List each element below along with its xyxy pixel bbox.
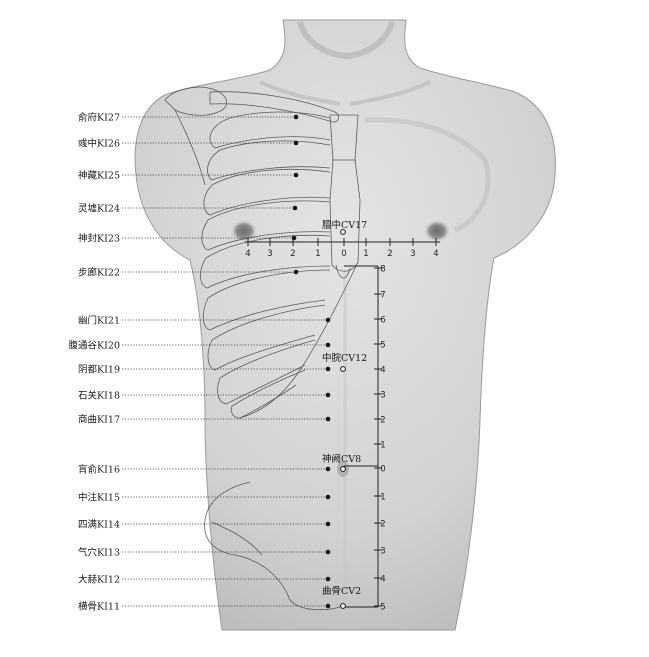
conception-point-marker	[340, 466, 346, 472]
v-scale-label: 3	[380, 547, 385, 557]
conception-point-label: 神阙CV8	[322, 453, 361, 465]
conception-point-marker	[340, 229, 346, 235]
v-scale-label: 1	[380, 493, 385, 503]
v-scale-label: 3	[380, 391, 385, 401]
kidney-point-label: 四满KI14	[78, 520, 120, 531]
kidney-point: 气穴KI13	[78, 547, 331, 559]
kidney-point: 石关KI18	[78, 390, 331, 402]
torso-silhouette	[134, 19, 556, 631]
conception-point-label: 曲骨CV2	[322, 586, 361, 597]
kidney-point-label: 神封KI23	[78, 233, 120, 245]
kidney-point: 神封KI23	[78, 233, 297, 245]
v-scale-label: 2	[380, 520, 385, 530]
kidney-point: 大赫KI12	[78, 574, 331, 586]
kidney-point: 俞府KI27	[78, 112, 299, 124]
v-scale-label: 7	[380, 291, 385, 301]
kidney-point-dot	[325, 317, 331, 323]
kidney-point: 幽门KI21	[78, 315, 331, 327]
kidney-point: 步廊KI22	[78, 267, 299, 279]
conception-point-marker	[340, 366, 346, 372]
conception-point-marker	[340, 603, 346, 609]
kidney-point-dot	[291, 235, 297, 241]
h-scale-label: 1	[315, 249, 320, 259]
h-scale-label: 0	[341, 249, 346, 259]
kidney-point-dot	[325, 466, 331, 472]
kidney-point-label: 中注KI15	[78, 492, 120, 504]
kidney-point: 腹通谷KI20	[69, 340, 331, 352]
kidney-point: 横骨KI11	[78, 601, 331, 613]
kidney-point-label: 腹通谷KI20	[69, 340, 120, 352]
kidney-point: 彧中KI26	[78, 138, 299, 150]
kidney-point-dot	[325, 366, 331, 372]
kidney-point-label: 俞府KI27	[78, 112, 120, 124]
kidney-point: 肓俞KI16	[78, 464, 331, 476]
kidney-point-dot	[325, 549, 331, 555]
h-scale-label: 4	[433, 249, 438, 259]
kidney-point-label: 幽门KI21	[78, 315, 120, 327]
kidney-point-label: 石关KI18	[78, 390, 120, 402]
h-scale-label: 1	[363, 249, 368, 259]
kidney-point-label: 灵墟KI24	[78, 203, 120, 215]
conception-point: 神阙CV8	[322, 453, 361, 472]
conception-point-label: 膻中CV17	[322, 219, 367, 231]
h-scale-label: 2	[290, 249, 295, 259]
kidney-point-dot	[325, 494, 331, 500]
right-nipple	[424, 220, 450, 242]
horizontal-scale-ticks: 4 3 2 1 0 1 2 3 4	[245, 238, 439, 259]
h-scale-label: 4	[245, 249, 250, 259]
kidney-point-label: 步廊KI22	[78, 267, 120, 279]
h-scale-label: 3	[410, 249, 415, 259]
kidney-point-dot	[293, 140, 299, 146]
kidney-point: 灵墟KI24	[78, 203, 298, 215]
v-scale-label: 4	[380, 366, 385, 376]
kidney-point-dot	[293, 114, 299, 120]
kidney-point-label: 气穴KI13	[78, 547, 120, 559]
v-scale-label: 6	[380, 316, 385, 326]
kidney-point-dot	[325, 603, 331, 609]
conception-point: 膻中CV17	[322, 219, 367, 235]
kidney-point-dot	[325, 342, 331, 348]
v-scale-label: 2	[380, 416, 385, 426]
vertical-scale-ticks: 8 7 6 5 4 3 2 1 0 1 2 3 4 5	[374, 265, 386, 613]
kidney-point-label: 肓俞KI16	[78, 464, 120, 476]
left-nipple	[231, 220, 257, 242]
v-scale-label: 4	[380, 575, 385, 585]
skeleton-outline	[164, 86, 361, 611]
kidney-point: 神藏KI25	[78, 170, 299, 182]
conception-point: 中脘CV12	[322, 352, 367, 372]
kidney-point-label: 彧中KI26	[78, 138, 120, 150]
h-scale-label: 3	[267, 249, 272, 259]
kidney-point-dot	[325, 416, 331, 422]
kidney-point-dot	[325, 576, 331, 582]
kidney-point: 阴都KI19	[78, 365, 331, 376]
kidney-point-label: 商曲KI17	[78, 414, 120, 426]
kidney-point: 中注KI15	[78, 492, 331, 504]
kidney-point: 四满KI14	[78, 520, 331, 531]
kidney-point-dot	[325, 392, 331, 398]
kidney-point-label: 神藏KI25	[78, 170, 120, 182]
kidney-point-dot	[325, 521, 331, 527]
conception-point: 曲骨CV2	[322, 586, 361, 609]
v-scale-label: 5	[380, 341, 385, 351]
conception-vessel-points: 膻中CV17 中脘CV12 神阙CV8 曲骨CV2	[322, 219, 367, 609]
kidney-point-label: 阴都KI19	[78, 365, 120, 376]
kidney-point-dot	[292, 205, 298, 211]
v-scale-label: 5	[380, 603, 385, 613]
v-scale-label: 0	[380, 465, 385, 475]
v-scale-label: 8	[380, 265, 385, 275]
kidney-point-label: 大赫KI12	[78, 574, 120, 586]
kidney-point-label: 横骨KI11	[78, 601, 120, 613]
kidney-point: 商曲KI17	[78, 414, 331, 426]
kidney-point-dot	[293, 269, 299, 275]
kidney-meridian-points: 俞府KI27 彧中KI26 神藏KI25 灵墟KI24 神封KI23 步廊KI22 幽门KI…	[69, 112, 331, 613]
v-scale-label: 1	[380, 441, 385, 451]
h-scale-label: 2	[387, 249, 392, 259]
conception-point-label: 中脘CV12	[322, 352, 367, 364]
kidney-point-dot	[293, 172, 299, 178]
